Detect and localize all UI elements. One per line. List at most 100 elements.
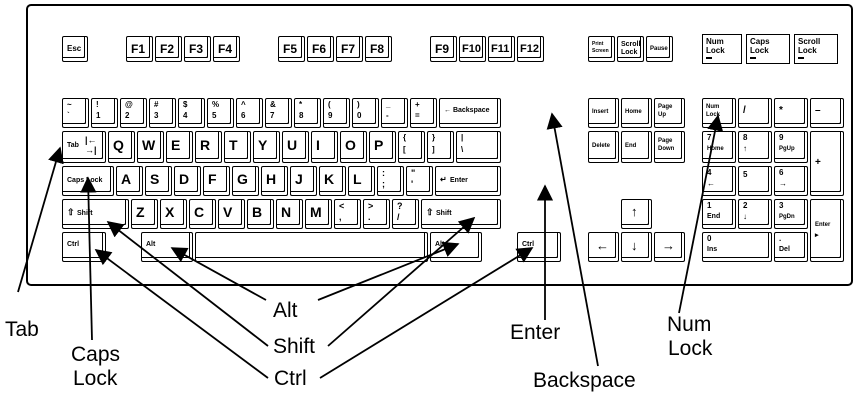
key-4: $4 [178,98,205,128]
key-c: C [189,199,216,229]
key-left-bracket: {[ [398,131,425,163]
callout-tab: Tab [5,318,39,341]
key-r: R [195,131,222,163]
key-n: N [276,199,303,229]
key-y: Y [253,131,280,163]
key-x: X [160,199,187,229]
key-equals: += [410,98,437,128]
key-m: M [305,199,332,229]
key-t: T [224,131,251,163]
key-backspace: ← Backspace [439,98,501,128]
key-f10: F10 [459,36,486,62]
key-arrow-up: ↑ [621,199,652,229]
key-h: H [261,166,288,196]
key-l: L [348,166,375,196]
key-i: I [311,131,338,163]
key-f6: F6 [307,36,334,62]
callout-num-lock-line1: Num [667,313,712,336]
key-f7: F7 [336,36,363,62]
key-p: P [369,131,396,163]
key-period: >. [363,199,390,229]
key-ctrl-right: Ctrl [517,232,561,262]
key-0: )0 [352,98,379,128]
key-f11: F11 [488,36,515,62]
keyboard-outline: Esc F1 F2 F3 F4 F5 F6 F7 F8 F9 F10 F11 F… [26,4,853,286]
callout-caps-lock-line2: Lock [73,367,118,390]
key-7: &7 [265,98,292,128]
key-np-5: 5 [738,166,772,196]
key-pause: Pause [646,36,673,62]
key-k: K [319,166,346,196]
callout-alt: Alt [273,299,298,322]
key-np-plus: + [810,131,844,196]
key-end: End [621,131,652,163]
key-enter: ↵Enter [435,166,501,196]
key-arrow-down: ↓ [621,232,652,262]
callout-backspace: Backspace [533,369,636,392]
key-caps-lock: Caps Lock [62,166,114,196]
key-np-enter: Enter▸ [810,199,844,262]
key-np-8: 8↑ [738,131,772,163]
key-home: Home [621,98,652,128]
key-shift-left: ⇧Shift [62,199,129,229]
key-d: D [174,166,201,196]
key-f1: F1 [126,36,153,62]
key-f3: F3 [184,36,211,62]
key-2: @2 [120,98,147,128]
key-right-bracket: }] [427,131,454,163]
key-s: S [145,166,172,196]
key-shift-right: ⇧Shift [421,199,501,229]
key-6: ^6 [236,98,263,128]
key-9: (9 [323,98,350,128]
key-np-dot: .Del [774,232,808,262]
key-f4: F4 [213,36,240,62]
key-w: W [137,131,164,163]
indicator-num-lock: Num Lock [702,34,742,64]
key-v: V [218,199,245,229]
key-8: *8 [294,98,321,128]
key-esc: Esc [62,36,88,62]
key-u: U [282,131,309,163]
key-delete: Delete [588,131,619,163]
key-f5: F5 [278,36,305,62]
key-np-asterisk: * [774,98,808,128]
key-q: Q [108,131,135,163]
key-alt-right: Alt [430,232,482,262]
key-insert: Insert [588,98,619,128]
key-b: B [247,199,274,229]
key-3: #3 [149,98,176,128]
indicator-caps-lock: Caps Lock [746,34,790,64]
key-alt-left: Alt [141,232,193,262]
key-a: A [116,166,143,196]
key-e: E [166,131,193,163]
key-g: G [232,166,259,196]
key-ctrl-left: Ctrl [62,232,106,262]
key-z: Z [131,199,158,229]
key-f2: F2 [155,36,182,62]
key-np-6: 6→ [774,166,808,196]
key-f9: F9 [430,36,457,62]
indicator-scroll-lock: Scroll Lock [794,34,838,64]
key-quote: "' [406,166,433,196]
key-f8: F8 [365,36,392,62]
key-arrow-right: → [654,232,685,262]
callout-num-lock-line2: Lock [668,337,713,360]
key-np-minus: – [810,98,844,128]
key-minus: _- [381,98,408,128]
key-o: O [340,131,367,163]
key-backslash: |\ [456,131,501,163]
key-np-2: 2↓ [738,199,772,229]
callout-caps-lock-line1: Caps [71,343,121,366]
key-arrow-left: ← [588,232,619,262]
key-comma: <, [334,199,361,229]
